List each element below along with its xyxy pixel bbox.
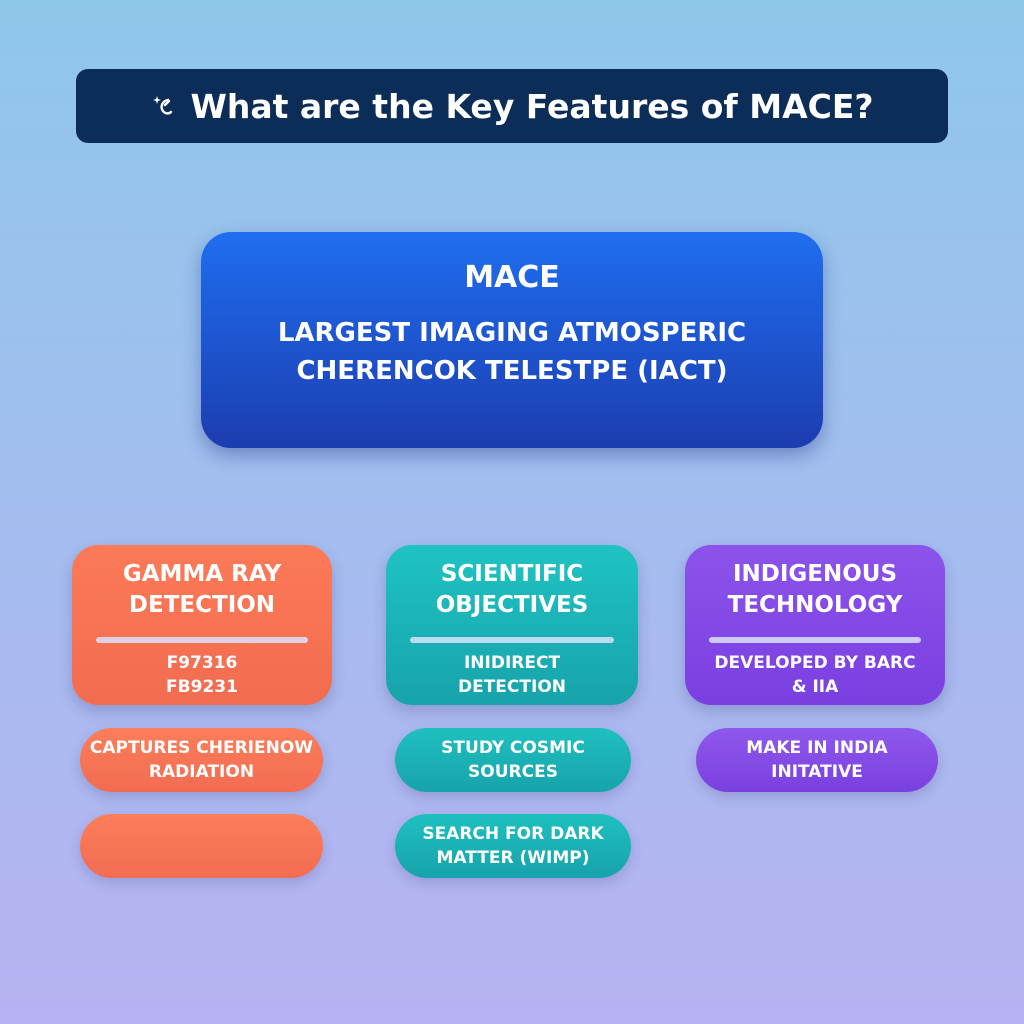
card-title-line1: INDIGENOUS [732,561,898,587]
sparkle-icon [150,93,176,119]
pill-make-in-india: MAKE IN INDIA INITATIVE [696,728,938,792]
pill-line2: RADIATION [148,762,255,782]
card-body-line2: FB9231 [166,677,238,697]
card-title: GAMMA RAY DETECTION [82,559,322,621]
card-title-line2: TECHNOLOGY [727,592,903,618]
main-node-subtitle: LARGEST IMAGING ATMOSPERIC CHERENCOK TEL… [241,314,783,390]
pill-study-cosmic-sources: STUDY COSMIC SOURCES [395,728,631,792]
card-body-line2: DETECTION [457,677,566,697]
card-body-line1: INIDIRECT [463,653,561,673]
card-title-line1: SCIENTIFIC [440,561,584,587]
card-title-line2: OBJECTIVES [435,592,589,618]
card-indigenous-technology: INDIGENOUS TECHNOLOGY DEVELOPED BY BARC … [685,545,945,705]
card-body: F97316 FB9231 [82,651,322,699]
card-body-line1: F97316 [166,653,238,673]
card-divider [96,637,308,643]
card-scientific-objectives: SCIENTIFIC OBJECTIVES INIDIRECT DETECTIO… [386,545,638,705]
card-title-line1: GAMMA RAY [122,561,282,587]
pill-search-dark-matter: SEARCH FOR DARK MATTER (WIMP) [395,814,631,878]
card-body-line2: & IIA [791,677,839,697]
main-node-subtitle-line1: LARGEST IMAGING ATMOSPERIC [277,318,747,348]
card-title-line2: DETECTION [128,592,276,618]
pill-line1: MAKE IN INDIA [746,738,888,758]
pill-line2: INITATIVE [771,762,863,782]
main-node-title: MACE [464,260,560,295]
pill-empty [80,814,323,878]
pill-line2: SOURCES [468,762,558,782]
card-title: INDIGENOUS TECHNOLOGY [695,559,935,621]
card-title: SCIENTIFIC OBJECTIVES [396,559,628,621]
card-body: DEVELOPED BY BARC & IIA [695,651,935,699]
pill-line1: SEARCH FOR DARK [422,824,604,844]
card-divider [709,637,921,643]
card-body-line1: DEVELOPED BY BARC [714,653,916,673]
pill-captures-radiation: CAPTURES CHERIENOW RADIATION [80,728,323,792]
pill-line2: MATTER (WIMP) [436,848,590,868]
page-title-bar: What are the Key Features of MACE? [76,69,948,143]
pill-line1: STUDY COSMIC [441,738,585,758]
card-divider [410,637,614,643]
card-body: INIDIRECT DETECTION [396,651,628,699]
page-title: What are the Key Features of MACE? [190,86,874,126]
main-node-subtitle-line2: CHERENCOK TELESTPE (IACT) [296,356,728,386]
card-gamma-ray-detection: GAMMA RAY DETECTION F97316 FB9231 [72,545,332,705]
main-node-mace: MACE LARGEST IMAGING ATMOSPERIC CHERENCO… [201,232,823,448]
pill-line1: CAPTURES CHERIENOW [89,738,314,758]
